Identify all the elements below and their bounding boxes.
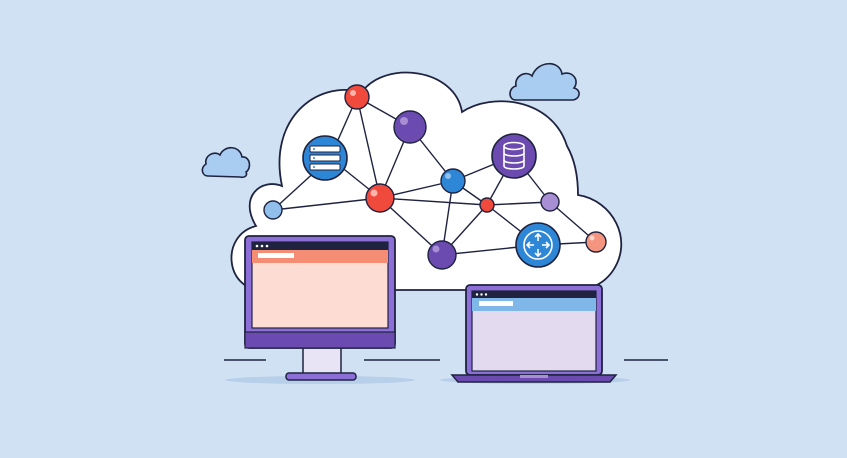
window-dot-icon — [480, 293, 483, 296]
window-dot-icon — [260, 244, 264, 248]
monitor-app-title-placeholder — [258, 253, 294, 258]
window-dot-icon — [255, 244, 259, 248]
small-cloud-right — [509, 62, 580, 101]
node-red-top — [344, 84, 370, 110]
window-dot-icon — [265, 244, 269, 248]
router-icon — [515, 222, 561, 268]
node-red-small — [479, 197, 495, 213]
window-dot-icon — [484, 293, 488, 296]
monitor-base — [285, 372, 357, 381]
node-lavender-right — [540, 192, 560, 212]
laptop-base — [450, 374, 618, 383]
network-nodes — [263, 84, 607, 270]
node-purple-top — [393, 110, 427, 144]
laptop — [450, 284, 618, 383]
node-red-center — [365, 183, 395, 213]
node-salmon-right — [585, 231, 607, 253]
monitor-chin — [244, 331, 396, 349]
laptop-notch — [520, 375, 548, 378]
desktop-monitor — [244, 235, 396, 381]
database-icon — [491, 133, 537, 179]
monitor-window-bar — [252, 242, 388, 250]
node-purple-bottom — [427, 240, 457, 270]
window-dot-icon — [475, 293, 479, 296]
node-blue-center — [440, 168, 466, 194]
laptop-app-title-placeholder — [479, 301, 513, 306]
laptop-window-bar — [472, 291, 596, 298]
monitor-neck — [302, 345, 342, 377]
node-light-blue-left — [263, 200, 283, 220]
server-rack-icon — [302, 135, 348, 181]
small-cloud-left — [201, 146, 251, 179]
